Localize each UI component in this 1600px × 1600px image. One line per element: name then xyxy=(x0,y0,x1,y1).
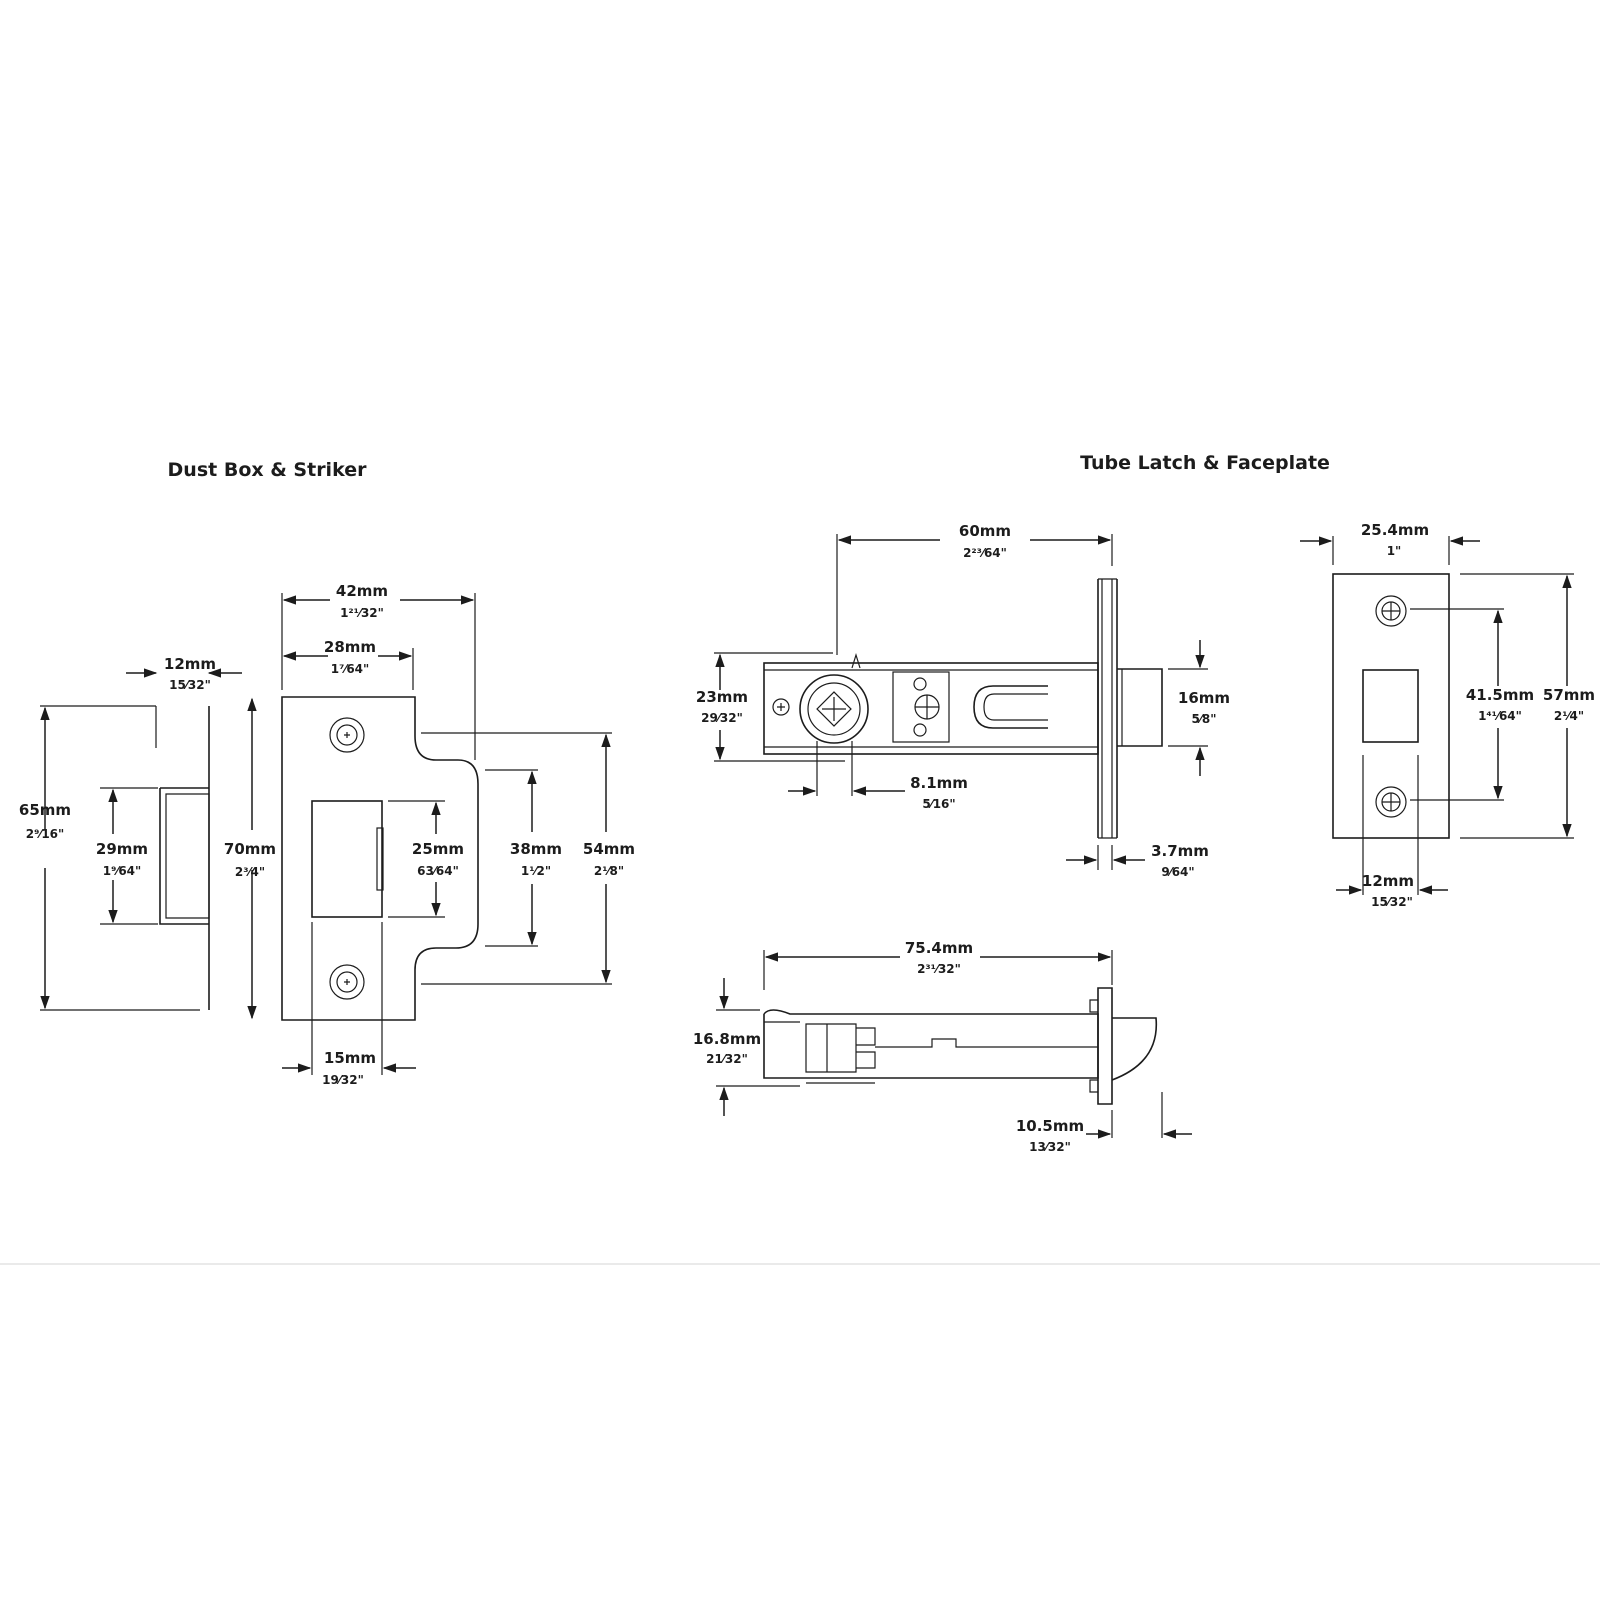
dim-label-inch: 1⁷⁄64" xyxy=(331,662,370,676)
dim-label-mm: 38mm xyxy=(510,840,562,858)
dim-label-mm: 16.8mm xyxy=(693,1030,761,1048)
dim-label-mm: 65mm xyxy=(19,801,71,819)
dim-label-inch: 15⁄32" xyxy=(169,678,211,692)
dim-75-4mm: 75.4mm 2³¹⁄32" xyxy=(763,939,1113,990)
dim-label-mm: 10.5mm xyxy=(1016,1117,1084,1135)
dim-57mm: 57mm 2¹⁄4" xyxy=(1460,573,1595,839)
dim-label-mm: 60mm xyxy=(959,522,1011,540)
dim-label-mm: 12mm xyxy=(1362,872,1414,890)
tube-latch-title: Tube Latch & Faceplate xyxy=(1080,452,1330,474)
dim-25mm: 25mm 63⁄64" xyxy=(388,800,464,918)
dim-label-mm: 42mm xyxy=(336,582,388,600)
dim-label-mm: 12mm xyxy=(164,655,216,673)
dim-54mm: 54mm 2¹⁄8" xyxy=(421,732,635,985)
dim-28mm: 28mm 1⁷⁄64" xyxy=(282,638,414,690)
dim-12mm-dust-box: 12mm 15⁄32" xyxy=(126,655,242,692)
dim-label-inch: 2²³⁄64" xyxy=(963,546,1007,560)
dim-65mm: 65mm 2⁹⁄16" xyxy=(19,705,200,1011)
dim-29mm: 29mm 1⁹⁄64" xyxy=(96,787,158,925)
dim-label-mm: 41.5mm xyxy=(1466,686,1534,704)
dim-label-mm: 23mm xyxy=(696,688,748,706)
tube-latch-front-drawing xyxy=(763,578,1163,839)
dim-label-inch: 9⁄64" xyxy=(1161,865,1194,879)
dim-label-mm: 3.7mm xyxy=(1151,842,1209,860)
dim-label-inch: 1²¹⁄32" xyxy=(340,606,384,620)
dim-label-inch: 1" xyxy=(1387,544,1402,558)
dim-label-inch: 1⁴¹⁄64" xyxy=(1478,709,1522,723)
dim-38mm: 38mm 1¹⁄2" xyxy=(485,769,562,947)
tube-latch-side-drawing xyxy=(763,987,1158,1105)
dim-label-inch: 1⁹⁄64" xyxy=(103,864,142,878)
dim-label-mm: 29mm xyxy=(96,840,148,858)
dim-8-1mm: 8.1mm 5⁄16" xyxy=(788,741,968,811)
dim-label-mm: 25.4mm xyxy=(1361,521,1429,539)
dim-label-inch: 2¹⁄4" xyxy=(1554,709,1584,723)
dim-label-mm: 16mm xyxy=(1178,689,1230,707)
dim-label-mm: 25mm xyxy=(412,840,464,858)
dim-label-inch: 5⁄16" xyxy=(922,797,955,811)
faceplate-drawing xyxy=(1332,573,1450,839)
dim-label-mm: 70mm xyxy=(224,840,276,858)
dim-70mm: 70mm 2³⁄4" xyxy=(224,697,276,1020)
dim-label-inch: 5⁄8" xyxy=(1192,712,1217,726)
dim-41-5mm: 41.5mm 1⁴¹⁄64" xyxy=(1410,608,1534,801)
dim-label-inch: 2³¹⁄32" xyxy=(917,962,961,976)
dim-12mm-faceplate: 12mm 15⁄32" xyxy=(1336,755,1448,909)
dim-label-inch: 13⁄32" xyxy=(1029,1140,1071,1154)
dust-box-title: Dust Box & Striker xyxy=(168,459,368,481)
dim-label-mm: 57mm xyxy=(1543,686,1595,704)
dim-label-inch: 2³⁄4" xyxy=(235,865,265,879)
dim-label-inch: 2¹⁄8" xyxy=(594,864,624,878)
dim-label-inch: 1¹⁄2" xyxy=(521,864,551,878)
dim-label-inch: 29⁄32" xyxy=(701,711,743,725)
striker-plate-drawing xyxy=(281,696,479,1021)
dim-label-mm: 8.1mm xyxy=(910,774,968,792)
dim-label-mm: 28mm xyxy=(324,638,376,656)
dim-10-5mm: 10.5mm 13⁄32" xyxy=(1016,1092,1192,1154)
dim-16mm: 16mm 5⁄8" xyxy=(1168,640,1230,776)
dim-label-inch: 15⁄32" xyxy=(1371,895,1413,909)
dim-label-inch: 2⁹⁄16" xyxy=(26,827,65,841)
dim-15mm: 15mm 19⁄32" xyxy=(282,922,416,1087)
dim-16-8mm: 16.8mm 21⁄32" xyxy=(693,978,800,1116)
dim-3-7mm: 3.7mm 9⁄64" xyxy=(1066,842,1209,879)
dim-25-4mm: 25.4mm 1" xyxy=(1300,521,1480,565)
dust-box-drawing xyxy=(155,706,210,1010)
dim-60mm: 60mm 2²³⁄64" xyxy=(836,522,1113,655)
dim-label-inch: 19⁄32" xyxy=(322,1073,364,1087)
dim-label-inch: 63⁄64" xyxy=(417,864,459,878)
dim-label-inch: 21⁄32" xyxy=(706,1052,748,1066)
dim-42mm: 42mm 1²¹⁄32" xyxy=(281,582,476,760)
dim-label-mm: 15mm xyxy=(324,1049,376,1067)
dim-label-mm: 75.4mm xyxy=(905,939,973,957)
dim-23mm: 23mm 29⁄32" xyxy=(696,652,845,762)
dim-label-mm: 54mm xyxy=(583,840,635,858)
